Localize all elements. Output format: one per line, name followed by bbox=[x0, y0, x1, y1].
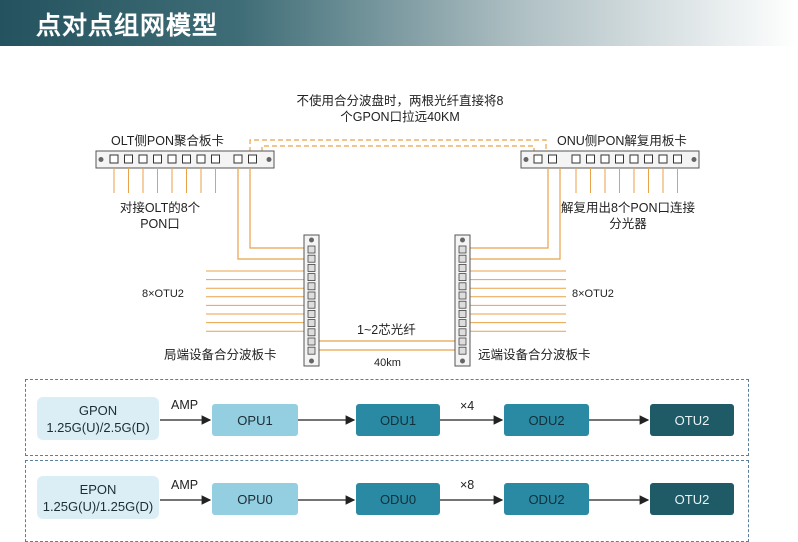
mux-slot bbox=[307, 273, 316, 282]
olt-ports-line1: 对接OLT的8个 bbox=[119, 201, 201, 215]
top-note-line1: 不使用合分波盘时，两根光纤直接将8 bbox=[296, 94, 504, 108]
onu-ports-line1: 解复用出8个PON口连接 bbox=[560, 201, 696, 215]
mux-slot bbox=[307, 328, 316, 337]
pon-port bbox=[571, 154, 581, 164]
pon-port bbox=[548, 154, 557, 164]
pon-port bbox=[182, 154, 191, 164]
pon-port bbox=[124, 154, 133, 164]
otu-left-label: 8×OTU2 bbox=[142, 288, 184, 300]
onu-ports-line2: 分光器 bbox=[609, 217, 647, 231]
mux-slot bbox=[458, 263, 467, 272]
pon-port bbox=[153, 154, 162, 164]
pon-port bbox=[109, 154, 119, 164]
pon-port bbox=[167, 154, 177, 164]
pon-port bbox=[211, 154, 220, 164]
gpon-otu: OTU2 bbox=[650, 404, 734, 436]
pon-port bbox=[658, 154, 668, 164]
gpon-opu: OPU1 bbox=[212, 404, 298, 436]
gpon-flow-box bbox=[25, 379, 749, 456]
pon-port bbox=[673, 154, 682, 164]
mux-slot bbox=[307, 300, 316, 309]
epon-otu: OTU2 bbox=[650, 483, 734, 515]
mux-slot bbox=[458, 337, 467, 346]
epon-amp-label: AMP bbox=[171, 478, 199, 492]
remote-mux-label: 远端设备合分波板卡 bbox=[478, 348, 591, 362]
epon-multiplier: ×8 bbox=[460, 478, 475, 492]
mux-slot bbox=[458, 282, 467, 291]
mux-slot bbox=[307, 319, 316, 328]
mux-slot bbox=[458, 273, 467, 282]
pon-port bbox=[586, 154, 595, 164]
distance-label: 40km bbox=[374, 357, 401, 369]
epon-source-rate: 1.25G(U)/1.25G(D) bbox=[42, 498, 154, 514]
pon-port bbox=[248, 154, 257, 164]
top-note: 不使用合分波盘时，两根光纤直接将8 个GPON口拉远40KM bbox=[270, 93, 530, 125]
mux-slot bbox=[458, 309, 467, 318]
board-to-mux-fiber bbox=[237, 168, 561, 260]
gpon-source-type: GPON bbox=[78, 402, 118, 418]
pon-port bbox=[644, 154, 653, 164]
mux-slot bbox=[307, 282, 316, 291]
pon-port bbox=[233, 154, 243, 164]
mux-slot bbox=[458, 245, 467, 254]
epon-odu-high: ODU2 bbox=[504, 483, 589, 515]
onu-board bbox=[520, 150, 700, 169]
pon-port bbox=[138, 154, 148, 164]
flow-arrows bbox=[160, 415, 650, 505]
mux-slot bbox=[307, 337, 316, 346]
top-note-line2: 个GPON口拉远40KM bbox=[340, 110, 460, 124]
pon-port bbox=[600, 154, 610, 164]
local-mux-label: 局端设备合分波板卡 bbox=[164, 348, 277, 362]
epon-source-type: EPON bbox=[79, 481, 117, 497]
olt-board bbox=[95, 150, 275, 169]
mux-slot bbox=[458, 328, 467, 337]
olt-ports-line2: PON口 bbox=[140, 217, 180, 231]
mux-slot bbox=[307, 263, 316, 272]
otu-right-label: 8×OTU2 bbox=[572, 288, 614, 300]
mux-slot bbox=[458, 319, 467, 328]
page-title: 点对点组网模型 bbox=[36, 11, 219, 40]
mux-slot bbox=[307, 254, 316, 263]
gpon-odu-high: ODU2 bbox=[504, 404, 589, 436]
pon-port bbox=[533, 154, 543, 164]
mux-slot bbox=[458, 300, 467, 309]
mux-slot bbox=[307, 245, 316, 254]
mux-slot bbox=[458, 254, 467, 263]
title-bar bbox=[0, 0, 798, 46]
fiber-label: 1~2芯光纤 bbox=[357, 323, 416, 337]
direct-fiber-dashed bbox=[249, 139, 547, 152]
onu-ports-label: 解复用出8个PON口连接 分光器 bbox=[548, 200, 708, 232]
mux-slot bbox=[307, 346, 316, 355]
gpon-source: GPON 1.25G(U)/2.5G(D) bbox=[37, 397, 159, 440]
pon-port bbox=[196, 154, 206, 164]
gpon-odu-low: ODU1 bbox=[356, 404, 440, 436]
mux-slot bbox=[307, 291, 316, 300]
remote-mux-card bbox=[454, 234, 471, 367]
trunk-fiber bbox=[318, 340, 456, 351]
epon-opu: OPU0 bbox=[212, 483, 298, 515]
epon-odu-low: ODU0 bbox=[356, 483, 440, 515]
onu-board-label: ONU侧PON解复用板卡 bbox=[557, 134, 687, 148]
olt-board-label: OLT侧PON聚合板卡 bbox=[111, 134, 224, 148]
gpon-source-rate: 1.25G(U)/2.5G(D) bbox=[46, 419, 150, 435]
gpon-multiplier: ×4 bbox=[460, 399, 475, 413]
gpon-amp-label: AMP bbox=[171, 398, 199, 412]
olt-ports-label: 对接OLT的8个 PON口 bbox=[100, 200, 220, 232]
pon-port bbox=[615, 154, 624, 164]
mux-slot bbox=[458, 291, 467, 300]
local-mux-card bbox=[303, 234, 320, 367]
epon-source: EPON 1.25G(U)/1.25G(D) bbox=[37, 476, 159, 519]
mux-slot bbox=[458, 346, 467, 355]
mux-slot bbox=[307, 309, 316, 318]
pon-port bbox=[629, 154, 639, 164]
